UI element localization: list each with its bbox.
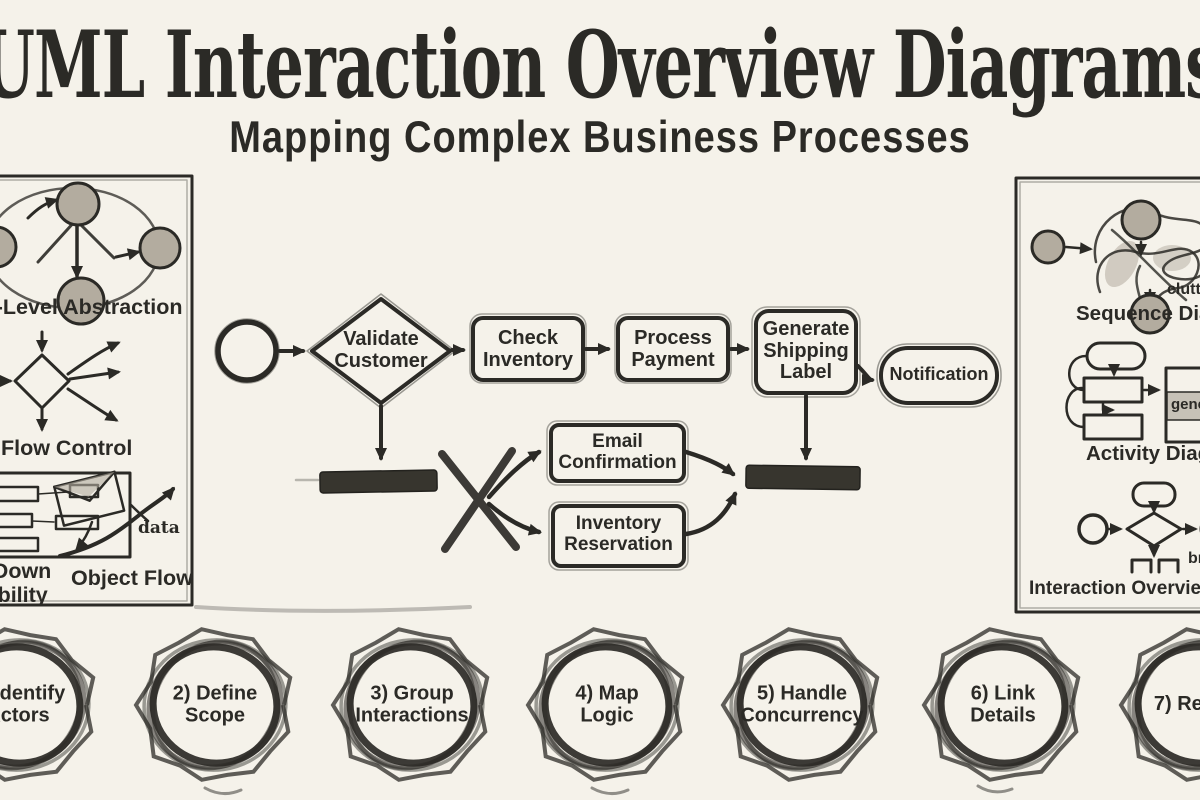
object-flow-sketch [53,470,175,558]
branches-annotation: branches [1188,550,1200,567]
step-badge-ring-6 [921,627,1081,782]
inventory-reservation-label: Inventory Reservation [564,513,673,555]
sequence-tangle-sketch [1030,199,1200,335]
page-title: UML Interaction Overview Diagrams [0,10,1200,120]
decision-diamond-sketch [13,353,71,410]
flow-control-sketch [0,330,121,432]
activity-diagram-sketch [1065,341,1200,444]
interaction-overview-label: Interaction Overview Diagrams [1029,578,1200,599]
check-inventory-label: Check Inventory [482,327,574,371]
step-badge-ring-4 [525,627,685,782]
step-3-label: 3) Group Interactions [355,682,469,726]
notification-pill [879,346,999,405]
page-subtitle: Mapping Complex Business Processes [229,112,971,163]
step-badge-ring-2 [133,627,293,782]
abstraction-sketch [0,181,182,326]
step-badge-ring-5 [720,627,880,782]
sequence-diagrams-label: Sequence Diagrams [1076,302,1200,325]
main-flow [214,293,1002,571]
join-bar [745,464,861,491]
left-panel-frame [0,174,472,613]
step-badge-ring-7 [1118,627,1200,782]
inventory-reservation-box [551,504,686,568]
step-6-label: 6) Link Details [970,682,1036,726]
mini-decision-diamond [1125,511,1183,548]
process-payment-label: Process Payment [631,327,715,371]
generate-annotation: generate [1171,396,1200,413]
process-payment-box [616,316,730,382]
data-annotation: data [138,518,180,538]
envelope-icon [53,470,126,527]
step-4-label: 4) Map Logic [575,682,639,726]
sketch-node [55,181,101,227]
validate-customer-label: Validate Customer [334,328,428,372]
generate-shipping-label-box [754,309,858,395]
drill-down-label: Drill Down Capability [0,559,52,608]
sketch-node [0,225,18,269]
shipping-label-label: Generate Shipping Label [762,318,850,384]
ref-fragment-box [1164,366,1200,444]
pencil-flourishes [203,784,1014,795]
step-badge-ring-3 [330,627,490,782]
right-panel-frame [1014,176,1200,614]
step-2-label: 2) Define Scope [172,682,258,726]
email-confirmation-label: Email Confirmation [558,431,677,473]
abstraction-label: High-Level Abstraction [0,295,183,319]
fork-bar [319,469,438,494]
start-node [215,319,279,383]
sketch-node [138,226,182,270]
cluttered-annotation: cluttered [1167,281,1200,298]
object-flow-label: Object Flow [71,566,193,590]
x-decision-mark [438,447,520,553]
activity-diagrams-label: Activity Diagrams [1086,442,1200,465]
step-badge-ring-1 [0,627,96,782]
flow-control-label: Flow Control [1,436,133,460]
step-1-label: 1) Identify Actors [0,682,66,726]
notification-label: Notification [889,364,989,384]
check-inventory-box [471,316,585,382]
sketch-node [56,276,106,326]
interaction-overview-sketch [1077,481,1200,574]
validate-customer-diamond [310,297,452,405]
step-7-label: 7) Review [1153,693,1200,716]
step-5-label: 5) Handle Concurrency [740,682,864,726]
